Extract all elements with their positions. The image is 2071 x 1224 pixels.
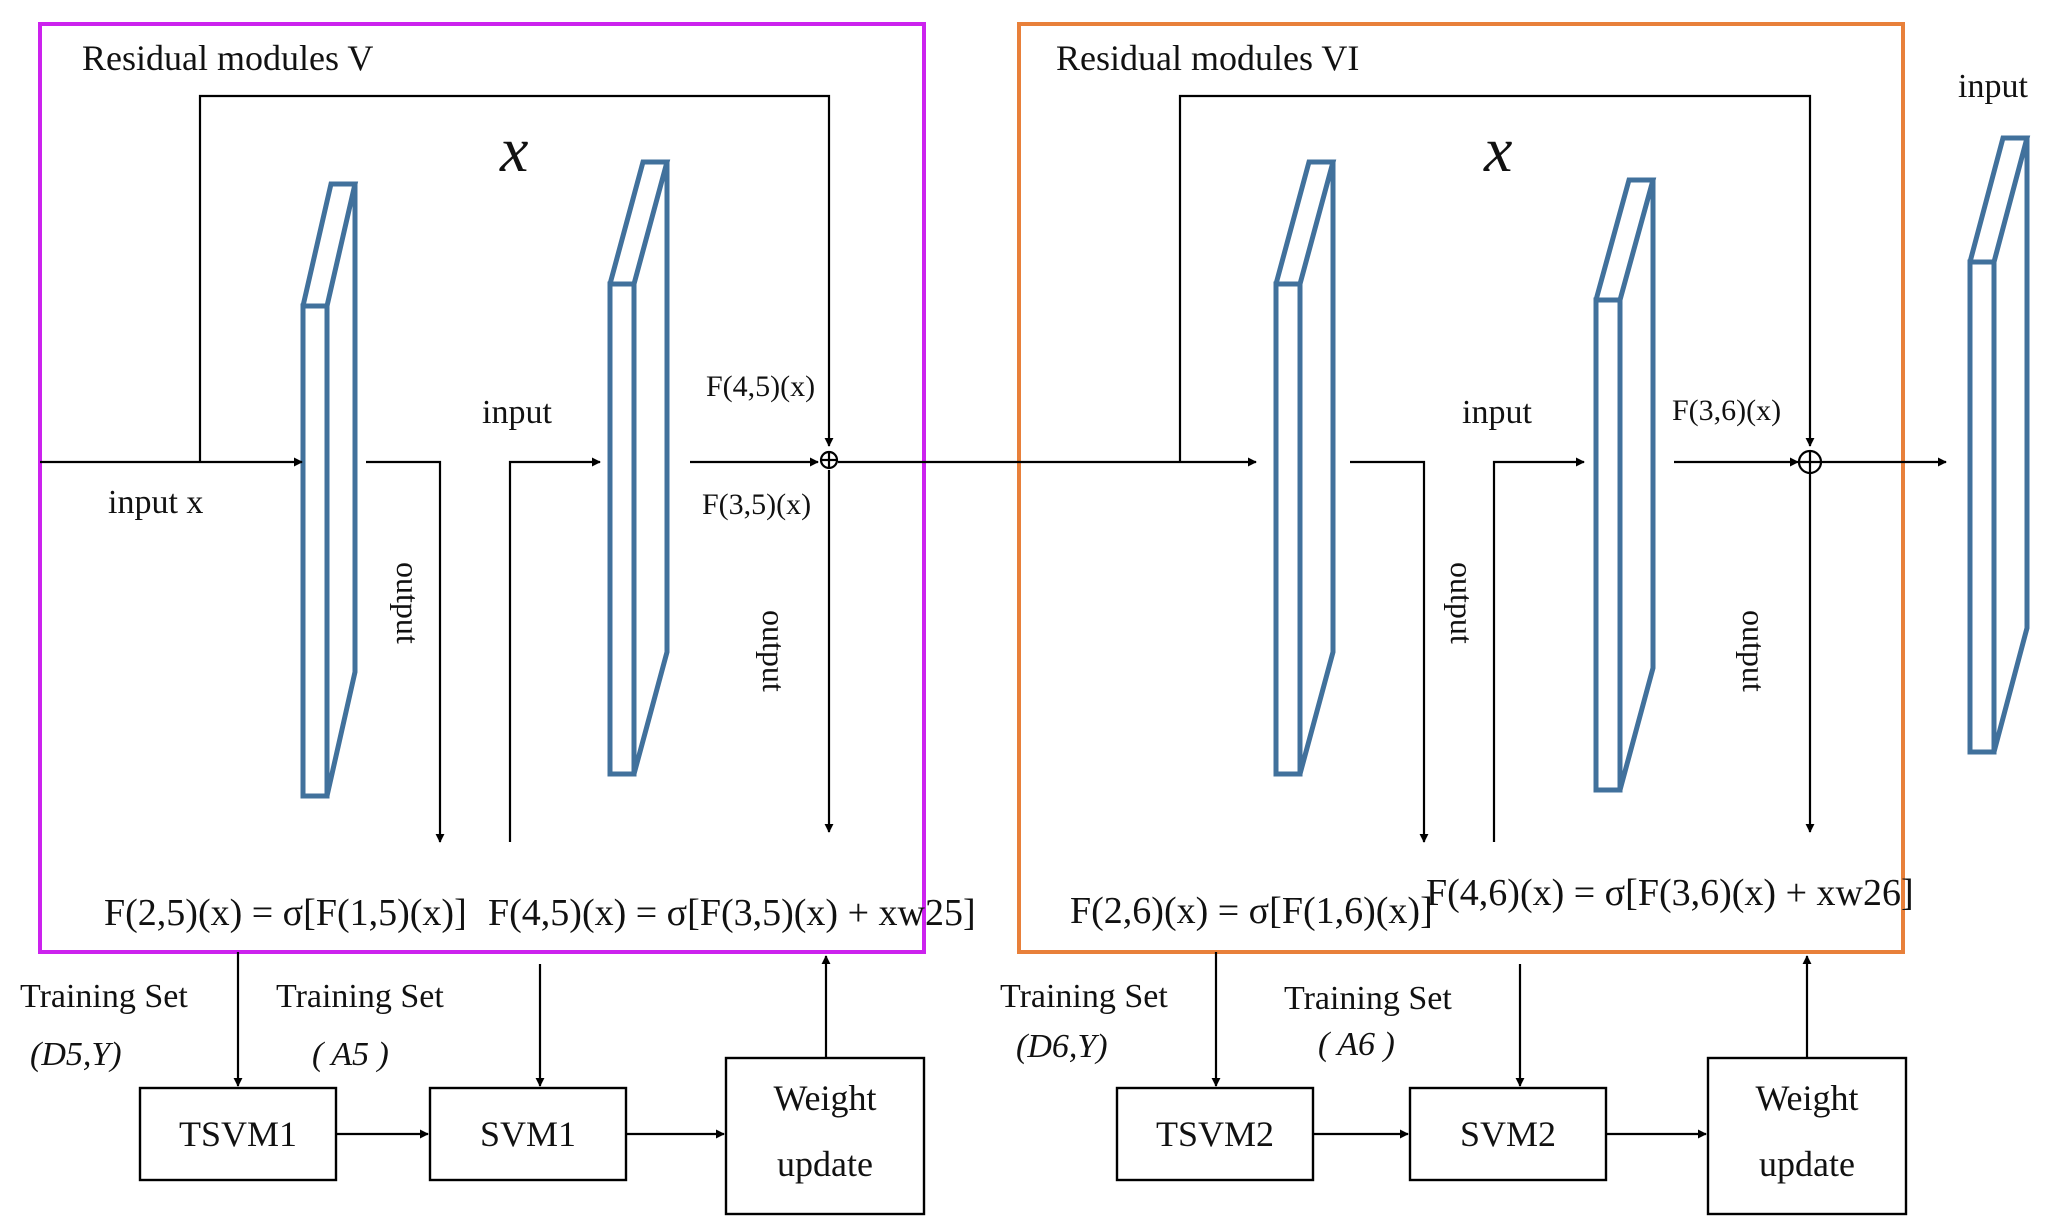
module-vi-output-label-2: output bbox=[1736, 610, 1772, 692]
module-vi-frame bbox=[1017, 22, 1905, 954]
module-v-connections bbox=[40, 94, 1257, 843]
module-vi-equation-left: F(2,6)(x) = σ[F(1,6)(x)] bbox=[1070, 890, 1433, 932]
module-v-equation-left: F(2,5)(x) = σ[F(1,5)(x)] bbox=[104, 892, 467, 934]
final-input-label: input bbox=[1958, 68, 2028, 105]
svm2-label: SVM2 bbox=[1459, 1114, 1557, 1154]
training-set-2a-symbol: (D6,Y) bbox=[1016, 1028, 1108, 1065]
tsvm2-label: TSVM2 bbox=[1155, 1114, 1275, 1154]
weight-update-1-box bbox=[724, 1056, 926, 1216]
module-v-title: Residual modules V bbox=[82, 38, 374, 78]
module-v-output-label-1: output bbox=[390, 562, 426, 644]
training-set-1b-label: Training Set bbox=[276, 978, 444, 1015]
layer-block-3 bbox=[1273, 159, 1337, 777]
training-set-2b-label: Training Set bbox=[1284, 980, 1452, 1017]
module-vi-x-symbol: x bbox=[1484, 114, 1513, 185]
weight-update-1-line2: update bbox=[777, 1144, 873, 1184]
weight-update-1-line1: Weight bbox=[773, 1078, 877, 1118]
svm1-label: SVM1 bbox=[479, 1114, 577, 1154]
training-boxes bbox=[138, 1056, 1908, 1216]
weight-update-2-line2: update bbox=[1759, 1144, 1855, 1184]
module-vi-f36-tag: F(3,6)(x) bbox=[1672, 394, 1782, 427]
layer-block-1 bbox=[300, 181, 359, 799]
tsvm1-label: TSVM1 bbox=[178, 1114, 298, 1154]
module-v-x-symbol: x bbox=[500, 114, 529, 185]
training-set-1b-symbol: ( A5 ) bbox=[312, 1036, 389, 1073]
module-vi-connections bbox=[1178, 94, 1947, 843]
module-v-input-label: input bbox=[482, 394, 552, 431]
layer-block-5 bbox=[1967, 135, 2031, 755]
module-v-output-label-2: output bbox=[756, 610, 792, 692]
training-set-1a-symbol: (D5,Y) bbox=[30, 1036, 122, 1073]
layer-block-4 bbox=[1593, 177, 1657, 793]
module-vi-title: Residual modules VI bbox=[1056, 38, 1360, 78]
weight-update-2-line1: Weight bbox=[1755, 1078, 1859, 1118]
training-set-1a-label: Training Set bbox=[20, 978, 188, 1015]
weight-update-2-box bbox=[1706, 1056, 1908, 1216]
module-v-f35-tag: F(3,5)(x) bbox=[702, 488, 812, 521]
training-set-2a-label: Training Set bbox=[1000, 978, 1168, 1015]
layer-block-2 bbox=[607, 159, 671, 777]
tsvm2-box bbox=[1115, 1086, 1315, 1182]
svm2-box bbox=[1408, 1086, 1608, 1182]
module-vi-equation-right: F(4,6)(x) = σ[F(3,6)(x) + xw26] bbox=[1426, 872, 1914, 914]
module-v-frame bbox=[38, 22, 926, 954]
module-v-equation-right: F(4,5)(x) = σ[F(3,5)(x) + xw25] bbox=[488, 892, 976, 934]
training-set-2b-symbol: ( A6 ) bbox=[1318, 1026, 1395, 1063]
module-vi-input-label: input bbox=[1462, 394, 1532, 431]
module-v-input-x-label: input x bbox=[108, 484, 204, 521]
module-vi-output-label-1: output bbox=[1444, 562, 1480, 644]
module-v-f45-tag: F(4,5)(x) bbox=[706, 370, 816, 403]
training-arrows bbox=[233, 952, 1812, 1139]
svm1-box bbox=[428, 1086, 628, 1182]
